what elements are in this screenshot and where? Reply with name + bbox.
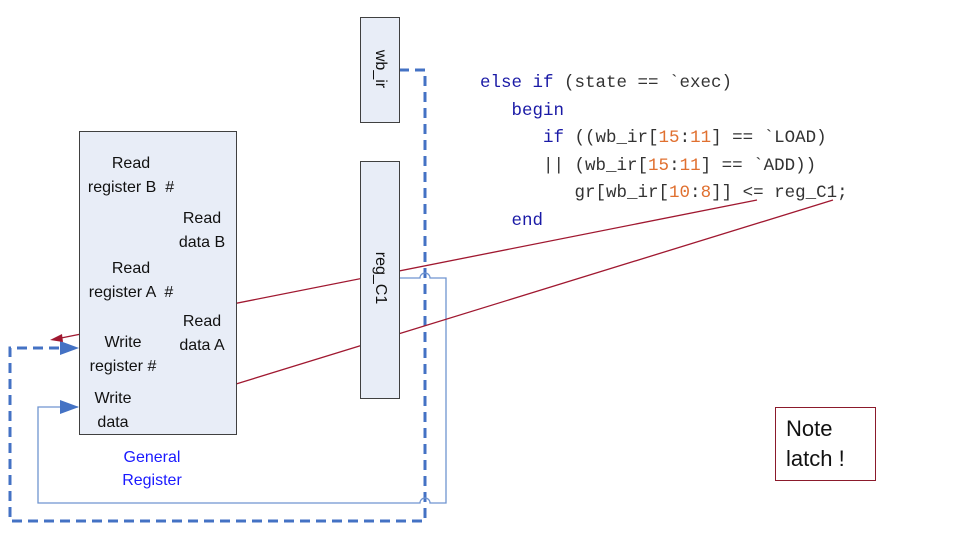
code-text: : xyxy=(690,183,701,203)
port-write-register-line2: register # xyxy=(89,358,157,375)
code-text: ] == `LOAD) xyxy=(711,128,827,148)
code-number: 11 xyxy=(690,128,712,148)
port-write-register: Write register # xyxy=(80,331,166,379)
port-read-data-b: Read data B xyxy=(172,207,232,255)
code-keyword: else if xyxy=(480,73,554,93)
port-read-data-a: Read data A xyxy=(172,310,232,358)
code-text: gr[wb_ir[ xyxy=(574,183,670,203)
general-register-caption: General Register xyxy=(100,446,204,492)
code-number: 15 xyxy=(658,128,680,148)
note-line2: latch ! xyxy=(786,446,845,471)
code-line: if ((wb_ir[15:11] == `LOAD) xyxy=(480,125,848,153)
code-text: (state == `exec) xyxy=(553,73,733,93)
reg-c1-to-write-data-wire xyxy=(37,272,447,504)
reg-c1-register-block xyxy=(360,161,400,399)
port-write-data-line1: Write xyxy=(94,390,132,407)
code-text: ]] <= reg_C1; xyxy=(711,183,848,203)
code-keyword: begin xyxy=(511,100,565,121)
port-read-data-a-line2: data A xyxy=(179,337,225,354)
code-text: ] == `ADD)) xyxy=(700,155,817,176)
code-line: else if (state == `exec) xyxy=(480,70,848,98)
reg-c1-label: reg_C1 xyxy=(372,251,389,305)
write-register-arrowhead-icon xyxy=(60,341,79,355)
verilog-code-snippet: else if (state == `exec) begin if ((wb_i… xyxy=(480,70,848,235)
note-box: Note latch ! xyxy=(775,407,876,481)
port-read-data-a-line1: Read xyxy=(182,313,222,330)
general-register-caption-line2: Register xyxy=(122,472,182,489)
code-number: 11 xyxy=(679,155,701,176)
port-read-register-a-line2: register A # xyxy=(88,284,174,301)
port-write-register-line1: Write xyxy=(104,334,142,351)
code-number: 15 xyxy=(648,155,670,176)
general-register-caption-line1: General xyxy=(123,449,181,466)
wb-ir-register-block xyxy=(360,17,400,123)
port-write-data-line2: data xyxy=(97,414,129,431)
code-line: end xyxy=(480,208,848,236)
code-number: 8 xyxy=(700,183,712,203)
code-text: : xyxy=(669,155,680,176)
note-line1: Note xyxy=(786,416,833,441)
annotation-arrow-write-data xyxy=(141,199,834,414)
code-text: ((wb_ir[ xyxy=(564,128,659,148)
port-read-register-b-line1: Read xyxy=(111,155,151,172)
code-text: : xyxy=(679,128,691,148)
port-read-data-b-line2: data B xyxy=(178,234,226,251)
code-text: || (wb_ir[ xyxy=(543,155,649,176)
wb-ir-to-write-register-wire xyxy=(8,68,427,523)
write-data-arrowhead-icon xyxy=(60,400,79,414)
port-read-register-a-line1: Read xyxy=(111,260,151,277)
wb-ir-label: wb_ir xyxy=(372,49,389,89)
port-write-data: Write data xyxy=(82,387,144,435)
annotation-arrowhead-dest-icon xyxy=(50,334,63,342)
code-keyword: if xyxy=(543,128,565,148)
code-line: begin xyxy=(480,98,848,126)
code-number: 10 xyxy=(669,183,691,203)
port-read-register-b-line2: register B # xyxy=(87,179,175,196)
port-read-data-b-line1: Read xyxy=(182,210,222,227)
code-keyword: end xyxy=(511,210,544,231)
general-register-block xyxy=(79,131,237,435)
code-line: || (wb_ir[15:11] == `ADD)) xyxy=(480,153,848,181)
port-read-register-b: Read register B # xyxy=(80,152,182,200)
code-line: gr[wb_ir[10:8]] <= reg_C1; xyxy=(480,180,848,208)
port-read-register-a: Read register A # xyxy=(80,257,182,305)
